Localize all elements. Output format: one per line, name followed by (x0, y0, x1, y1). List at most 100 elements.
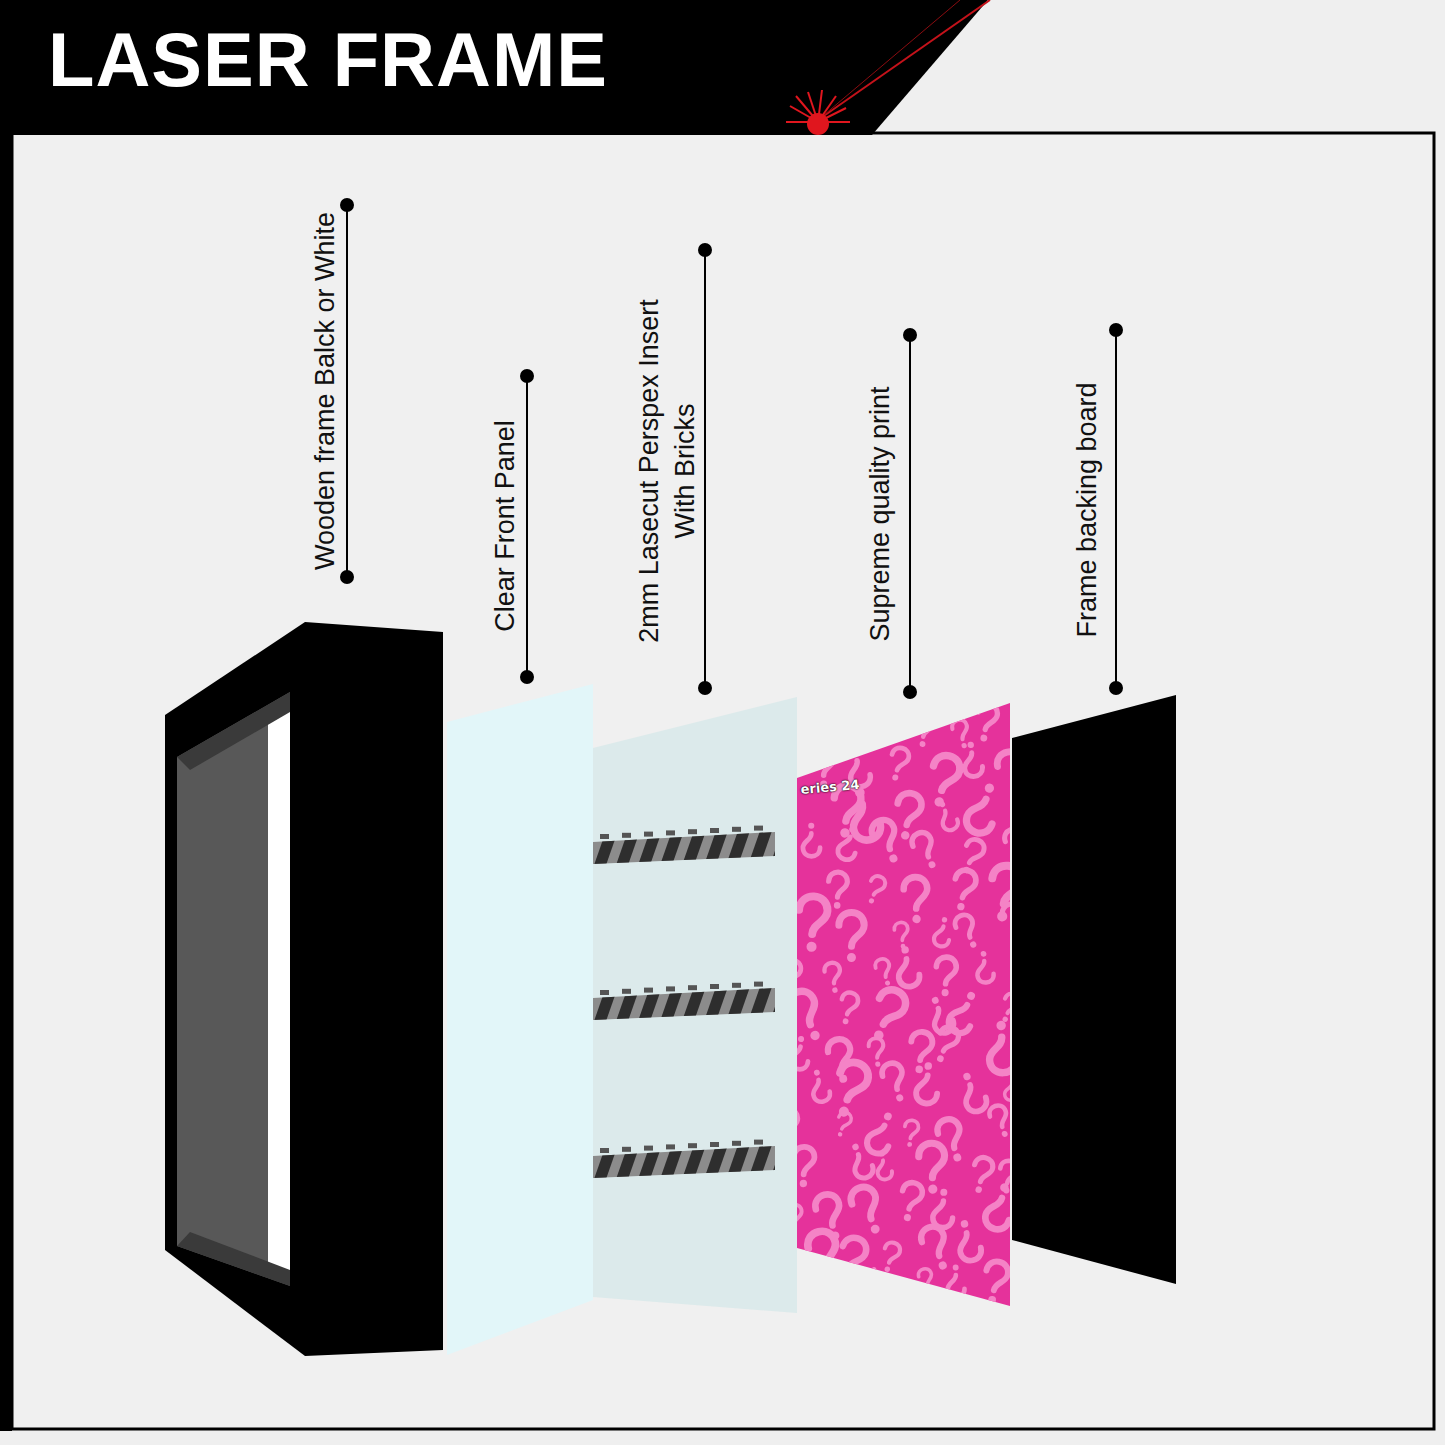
question-mark-shape (987, 1103, 1013, 1139)
brick-row (571, 828, 817, 868)
brick-stud (600, 990, 609, 995)
brick-stud (688, 829, 697, 834)
question-mark-shape (1000, 902, 1028, 943)
content-panel (12, 133, 1434, 1429)
backing-board (1012, 695, 1176, 1284)
brick-stud (732, 983, 741, 988)
brick-stud (754, 982, 763, 987)
question-mark-shape (829, 1059, 871, 1120)
question-mark-shape (909, 829, 942, 871)
question-mark-shape (837, 991, 859, 1026)
question-mark-shape (894, 922, 910, 950)
question-mark-shape (950, 869, 977, 912)
question-mark-shape (969, 1156, 994, 1195)
brick-stud (600, 1148, 609, 1153)
print-text: eries 24 (800, 777, 860, 797)
brick-stud (666, 1144, 675, 1149)
question-mark-shape (962, 741, 984, 778)
question-mark-shape (860, 710, 883, 740)
brick-stud (754, 1140, 763, 1145)
question-mark-shape (919, 680, 936, 710)
question-mark-shape (974, 703, 999, 743)
question-mark-shape (975, 950, 994, 983)
question-mark-shape (817, 1270, 835, 1297)
question-mark-shape (956, 1069, 989, 1114)
question-mark-shape (1013, 1236, 1036, 1271)
part-label: Clear Front Panel (487, 306, 523, 746)
brick-stud (666, 830, 675, 835)
question-mark-shape (846, 785, 883, 842)
question-mark-shape (914, 714, 933, 747)
question-mark-shape (1003, 685, 1021, 717)
question-mark-shape (797, 896, 828, 953)
question-mark-shape (839, 657, 870, 711)
brick-stud (644, 1146, 653, 1151)
question-mark-shape (867, 1265, 886, 1293)
question-mark-shape (995, 750, 1029, 802)
left-strip (0, 133, 12, 1431)
question-mark-shape (869, 817, 906, 867)
brick-stud (710, 1142, 719, 1147)
question-mark-shape (952, 912, 982, 951)
brick-stud (622, 989, 631, 994)
part-label: Frame backing board (1069, 290, 1105, 730)
question-mark-shape (886, 746, 910, 782)
brick-stud (600, 834, 609, 839)
brick-stud (710, 984, 719, 989)
question-mark-shape (934, 799, 960, 833)
question-mark-shape (953, 1218, 983, 1263)
question-mark-shape (839, 913, 864, 962)
question-mark-shape (947, 1264, 964, 1297)
question-mark-shape (988, 1020, 1017, 1073)
question-mark-shape (864, 874, 887, 906)
question-mark-shape (808, 1068, 831, 1103)
question-mark-shape (930, 1024, 961, 1065)
question-mark-shape (824, 962, 843, 994)
brick-stud (710, 828, 719, 833)
question-mark-shape (864, 1109, 900, 1157)
question-mark-shape (1002, 826, 1032, 866)
question-mark-shape (933, 916, 952, 947)
question-mark-shape (832, 1235, 869, 1287)
question-mark-shape (846, 1141, 876, 1181)
part-label: Supreme quality print (862, 294, 898, 734)
brick-stud (644, 988, 653, 993)
wooden-frame (165, 622, 443, 1356)
question-mark-shape (932, 1188, 953, 1227)
laser-beam (786, 0, 990, 135)
question-mark-shape (879, 1241, 902, 1274)
question-mark-shape (871, 672, 909, 723)
clear-front-panel (447, 684, 593, 1355)
brick-stud (644, 832, 653, 837)
question-mark-shape (935, 1116, 970, 1164)
brick-stud (732, 1141, 741, 1146)
question-mark-shape (983, 1181, 1017, 1232)
question-mark-shape (897, 1181, 924, 1223)
brick-row (571, 984, 817, 1024)
header-bar (0, 0, 988, 135)
question-mark-shape (894, 945, 921, 988)
part-label: Wooden frame Balck or White (307, 171, 343, 611)
question-mark-shape (875, 1150, 893, 1180)
question-mark-shape (803, 677, 823, 708)
brick-row (571, 1142, 817, 1182)
brick-stud (754, 826, 763, 831)
question-mark-shape (880, 1061, 911, 1104)
brick-rows (571, 826, 817, 1182)
question-mark-shape (981, 1260, 1010, 1306)
brick-stud (688, 985, 697, 990)
question-mark-shape (868, 1038, 885, 1068)
question-mark-shape (1004, 1075, 1019, 1101)
question-mark-shape (836, 824, 861, 861)
part-label: 2mm Lasecut Perspex Insert With Bricks (631, 284, 704, 659)
question-mark-shape (935, 957, 957, 997)
pink-print (797, 703, 1010, 1306)
leader-lines (341, 199, 1122, 698)
question-mark-shape (908, 1031, 933, 1074)
question-mark-shape (963, 780, 1003, 836)
brick-stud (622, 833, 631, 838)
brick-stud (732, 827, 741, 832)
